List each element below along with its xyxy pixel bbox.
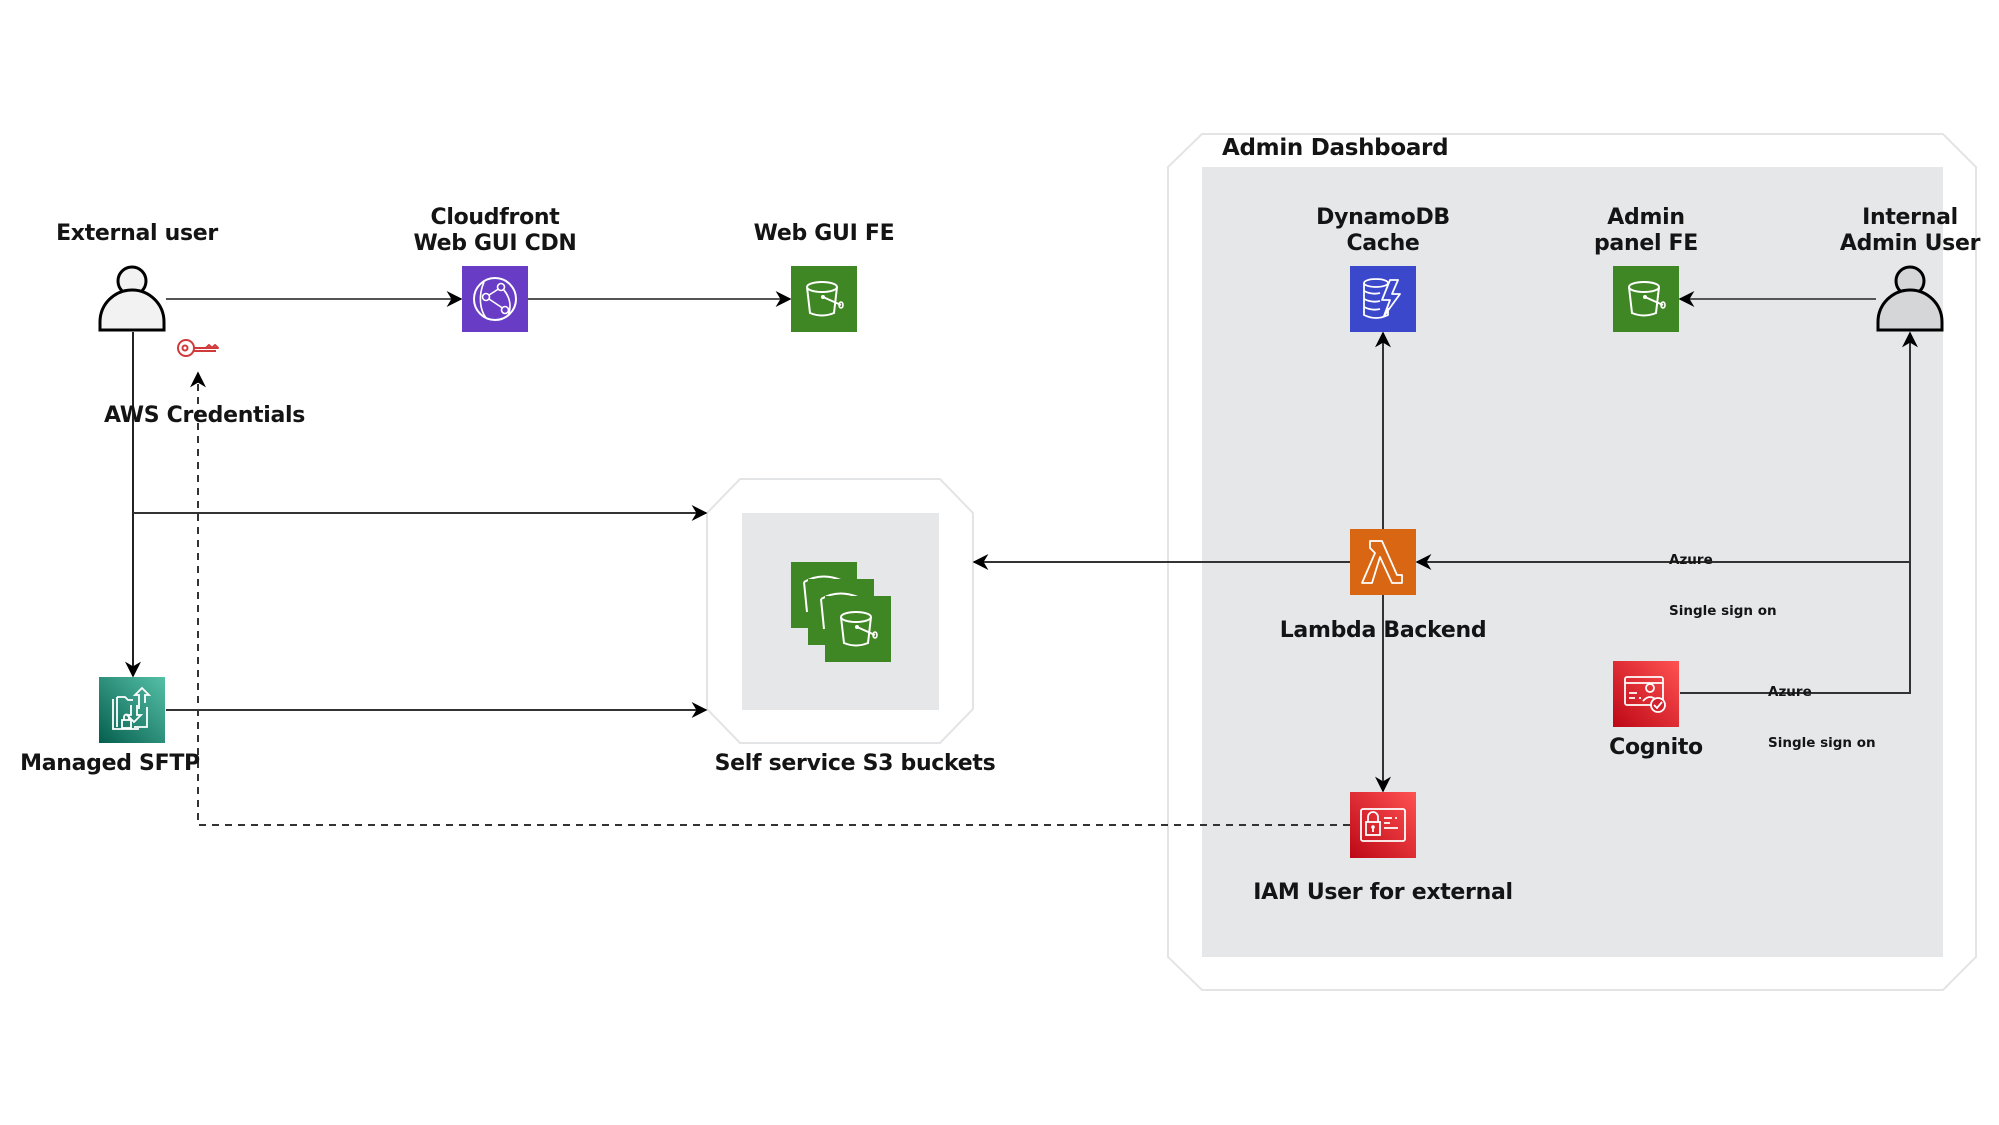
s3-bucket-icon [806,281,844,317]
s3-multiple-buckets-icon [840,611,878,647]
edge-iam-to-credentials [190,371,1350,826]
cloudfront-label: Cloudfront Web GUI CDN [395,205,595,257]
cognito-label: Cognito [1609,735,1703,760]
edge-cognito-to-admin [1680,331,1918,694]
transfer-family-icon [112,686,152,730]
iam-icon [1360,808,1406,842]
managed-sftp-label: Managed SFTP [20,751,200,776]
s3-bucket-icon [1628,281,1666,317]
cloudfront-label-line2: Web GUI CDN [413,231,577,256]
internal-admin-user-node[interactable] [1876,264,1944,332]
dynamodb-icon [1363,278,1401,319]
cloudfront-node[interactable] [462,266,528,332]
internal-admin-user-label-line2: Admin User [1839,231,1981,256]
aws-credentials-node[interactable] [176,336,220,360]
lambda-label: Lambda Backend [1279,618,1487,643]
internal-admin-user-label-line1: Internal [1862,205,1958,230]
admin-panel-fe-label-line2: panel FE [1593,231,1699,256]
lambda-icon [1361,540,1403,584]
dynamodb-node[interactable] [1350,266,1416,332]
web-gui-fe-label: Web GUI FE [753,221,895,246]
edge-label-azure-sso-cognito-line2: Single sign on [1768,735,1876,751]
edge-label-azure-sso-cognito: Azure Single sign on [1768,650,1876,769]
iam-user-node[interactable] [1350,792,1416,858]
edge-label-azure-sso-lambda-line1: Azure [1669,552,1713,568]
managed-sftp-node[interactable] [99,677,165,743]
user-icon [98,265,166,332]
aws-credentials-label: AWS Credentials [104,403,306,428]
user-icon [1876,265,1944,332]
iam-user-label: IAM User for external [1253,880,1513,905]
edge-label-azure-sso-lambda: Azure Single sign on [1669,518,1777,637]
lambda-node[interactable] [1350,529,1416,595]
web-gui-fe-node[interactable] [791,266,857,332]
admin-panel-fe-label: Admin panel FE [1546,205,1746,257]
dynamodb-label-line1: DynamoDB [1316,205,1450,230]
internal-admin-user-label: Internal Admin User [1810,205,1999,257]
dynamodb-label: DynamoDB Cache [1283,205,1483,257]
edge-label-azure-sso-lambda-line2: Single sign on [1669,603,1777,619]
external-user-node[interactable] [98,264,166,332]
s3-buckets-node[interactable] [791,562,891,662]
external-user-label: External user [56,221,218,246]
edge-label-azure-sso-cognito-line1: Azure [1768,684,1812,700]
cloudfront-icon [473,277,517,321]
dynamodb-label-line2: Cache [1346,231,1420,256]
cloudfront-label-line1: Cloudfront [430,205,560,230]
cognito-icon [1624,676,1666,713]
s3-bucket-front [825,596,891,662]
admin-dashboard-title: Admin Dashboard [1222,135,1449,161]
s3-buckets-label: Self service S3 buckets [714,751,996,776]
admin-panel-fe-node[interactable] [1613,266,1679,332]
key-icon [177,339,219,357]
cognito-node[interactable] [1613,661,1679,727]
admin-panel-fe-label-line1: Admin [1607,205,1685,230]
